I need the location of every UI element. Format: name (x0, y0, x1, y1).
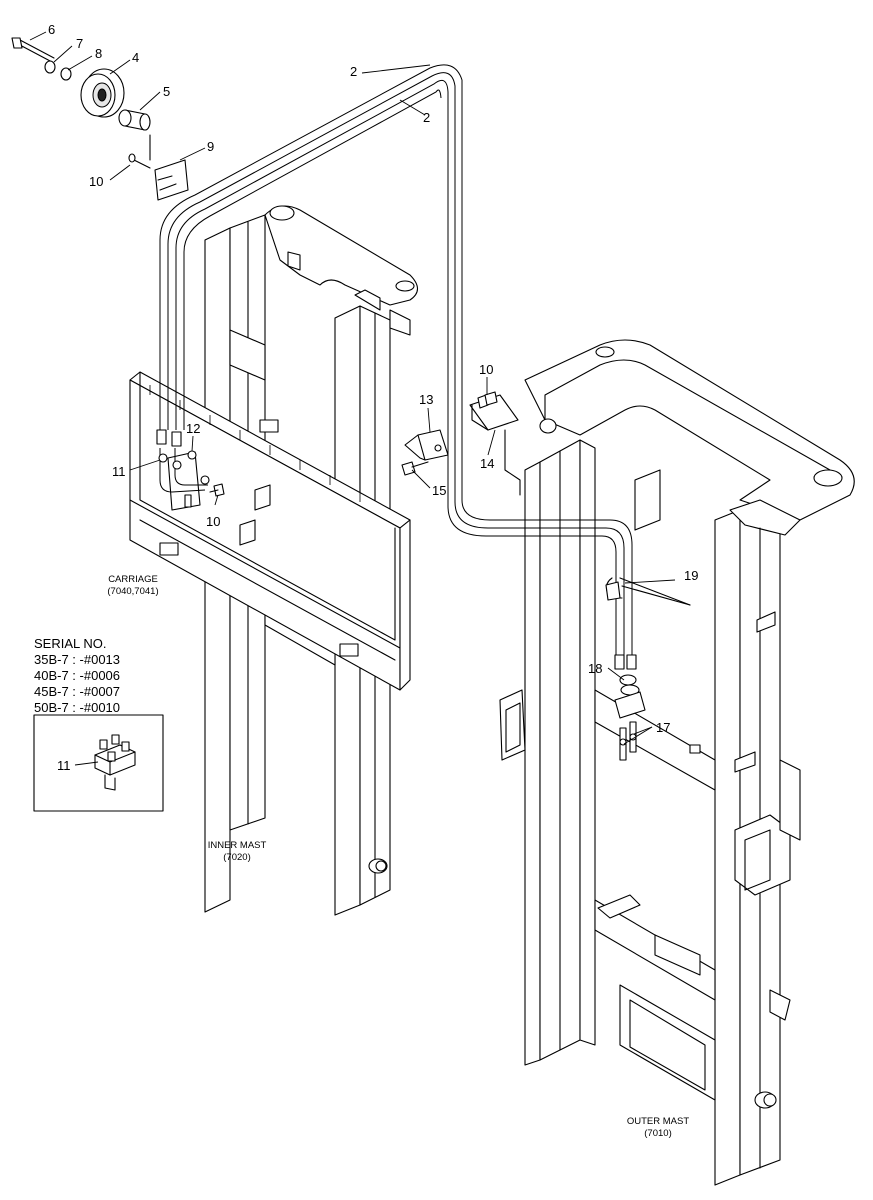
serial-row: 45B-7 : -#0007 (34, 684, 120, 699)
sheave-assembly (11, 37, 189, 201)
callout-15: 15 (432, 483, 446, 498)
callout-14: 14 (480, 456, 494, 471)
carriage-caption: CARRIAGE (108, 574, 158, 585)
serial-row: 50B-7 : -#0010 (34, 700, 120, 715)
callout-4: 4 (132, 50, 139, 65)
callout-9: 9 (207, 139, 214, 154)
callout-18: 18 (588, 661, 602, 676)
inner-mast-caption: INNER MAST (208, 840, 267, 851)
outer-mast (499, 339, 855, 1186)
callout-10-top: 10 (89, 174, 103, 189)
serial-inset (33, 714, 164, 812)
serial-title: SERIAL NO. (34, 636, 106, 651)
callout-5: 5 (163, 84, 170, 99)
callout-6: 6 (48, 22, 55, 37)
serial-row: 40B-7 : -#0006 (34, 668, 120, 683)
callout-labels: 6 7 8 4 5 2 2 9 10 10 13 14 15 12 11 10 … (48, 22, 698, 773)
callout-11-inset: 11 (57, 758, 71, 773)
carriage (129, 371, 411, 691)
callout-10-bracket: 10 (479, 362, 493, 377)
callout-8: 8 (95, 46, 102, 61)
serial-number-block: SERIAL NO. 35B-7 : -#0013 40B-7 : -#0006… (34, 636, 120, 715)
outer-mast-caption: OUTER MAST (627, 1116, 689, 1127)
callout-11: 11 (112, 464, 126, 479)
callout-19: 19 (684, 568, 698, 583)
assembly-captions: CARRIAGE (7040,7041) INNER MAST (7020) O… (107, 574, 689, 1139)
hose-manifold (158, 448, 225, 511)
serial-row: 35B-7 : -#0013 (34, 652, 120, 667)
carriage-code: (7040,7041) (107, 586, 158, 597)
callout-2-upper: 2 (350, 64, 357, 79)
callout-17: 17 (656, 720, 670, 735)
callout-13: 13 (419, 392, 433, 407)
callout-7: 7 (76, 36, 83, 51)
callout-2-lower: 2 (423, 110, 430, 125)
hydraulic-hoses (156, 64, 637, 670)
hose-clamp-brackets (401, 391, 521, 496)
cable-tie-and-fittings (605, 577, 691, 761)
inner-mast-code: (7020) (223, 852, 250, 863)
leader-lines (29, 31, 676, 766)
callout-10-manifold: 10 (206, 514, 220, 529)
callout-12: 12 (186, 421, 200, 436)
outer-mast-code: (7010) (644, 1128, 671, 1139)
